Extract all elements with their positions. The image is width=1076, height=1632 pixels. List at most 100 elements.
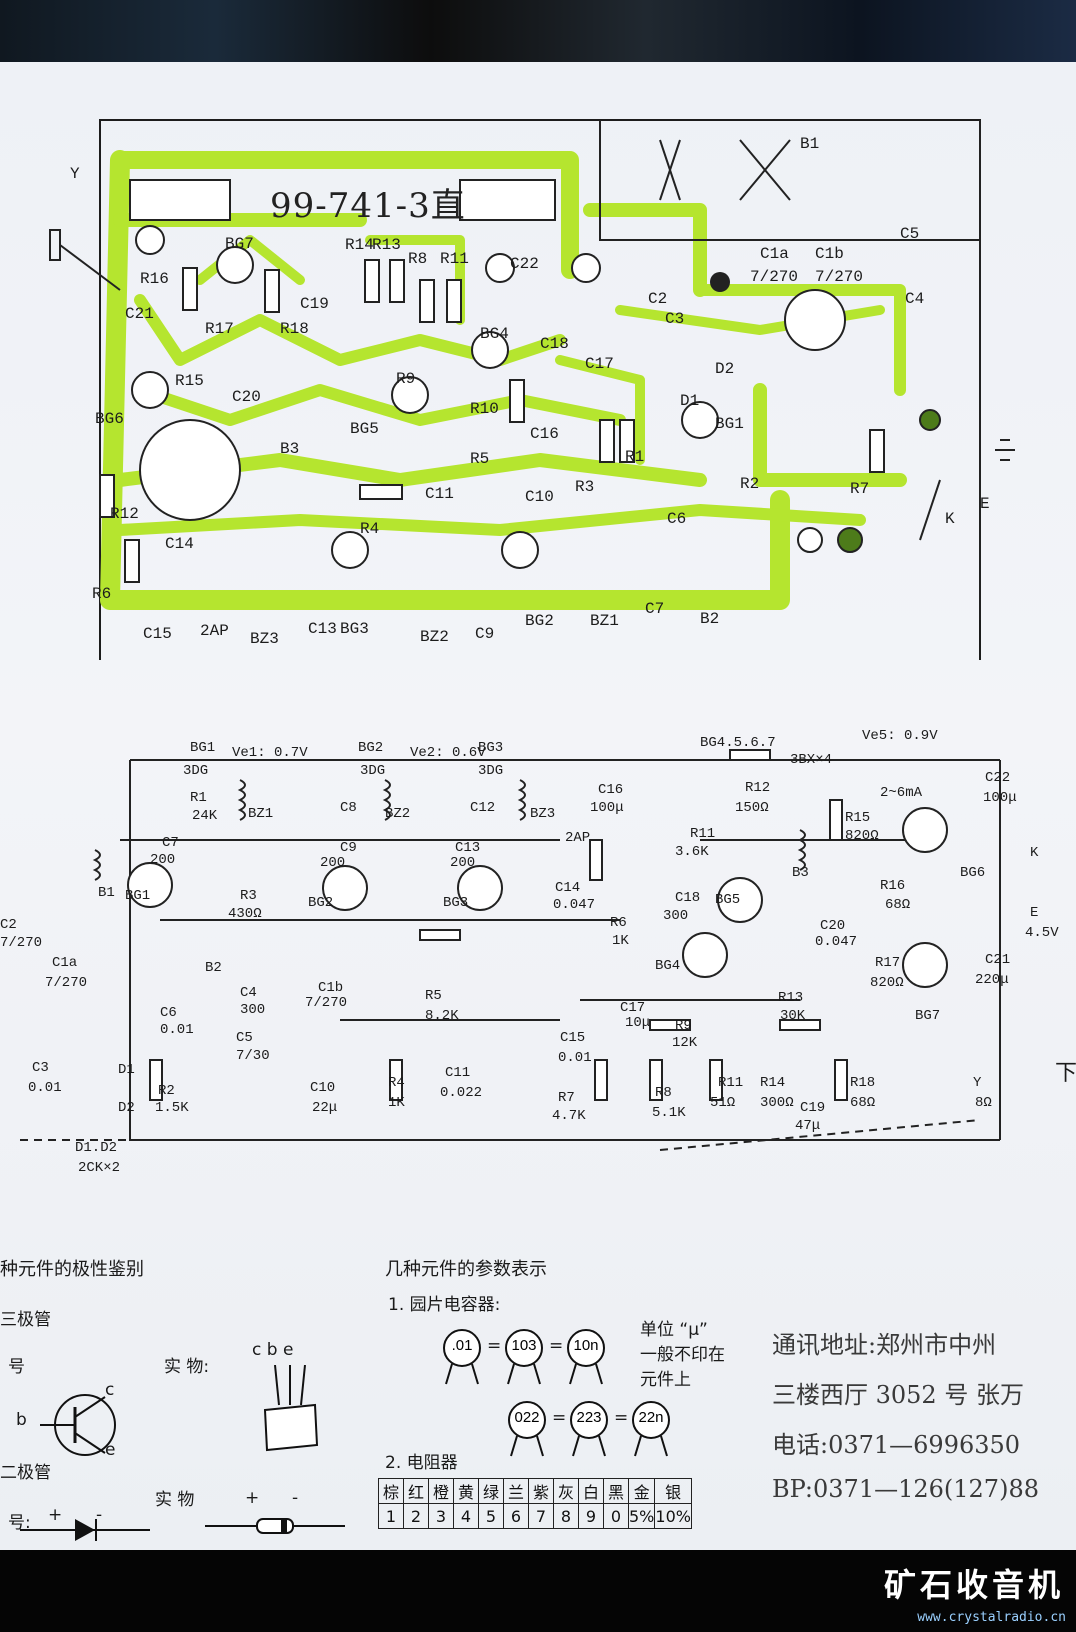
pcb-label-r16: R16 — [140, 270, 169, 288]
schematic-label-c21v: 220μ — [975, 972, 1009, 988]
schematic-drawing — [20, 749, 1001, 1151]
watermark-logo-text: 矿石收音机 — [883, 1566, 1064, 1604]
pcb-label-d1: D1 — [680, 392, 700, 410]
capacitor-code-label: 103 — [511, 1337, 537, 1354]
pcb-label-y: Y — [70, 165, 80, 183]
equals-sign: = — [552, 1408, 567, 1428]
pcb-label-c21: C21 — [125, 305, 154, 323]
pcb-label-b3: B3 — [280, 440, 300, 458]
schematic-label-r17: R17 — [875, 955, 901, 971]
pin-e-label: e — [105, 1440, 116, 1460]
schematic-label-y: Y — [973, 1075, 982, 1091]
schematic-label-bz2: BZ2 — [385, 806, 411, 822]
schematic-label-d12v: 2CK×2 — [78, 1160, 121, 1176]
pcb-label-r15: R15 — [175, 372, 204, 390]
pcb-label-r9: R9 — [396, 370, 416, 388]
actual-label-b: 实 物 — [155, 1490, 195, 1510]
schematic-label-c1av: 7/270 — [45, 975, 88, 991]
diode-package-icon — [205, 1518, 345, 1534]
pcb-label-c15: C15 — [143, 625, 172, 643]
schematic-label-r9v: 12K — [672, 1035, 698, 1051]
schematic-label-k: K — [1030, 845, 1039, 861]
diode-real-minus-label: - — [292, 1488, 299, 1508]
schematic-label-c4: C4 — [240, 985, 257, 1001]
schematic-label-bg1b: BG1 — [125, 888, 151, 904]
color-name-cell: 黑 — [603, 1478, 629, 1504]
pcb-label-bz2: BZ2 — [420, 628, 449, 646]
schematic-label-2ap: 2AP — [565, 830, 591, 846]
schematic-label-c2: C2 — [0, 917, 17, 933]
schematic-label-r9: R9 — [675, 1018, 692, 1034]
color-name-cell: 黄 — [453, 1478, 479, 1504]
pcb-label-k: K — [945, 510, 955, 528]
pcb-label-r18: R18 — [280, 320, 309, 338]
schematic-label-2-6ma: 2~6mA — [880, 785, 923, 801]
schematic-label-c16: C16 — [598, 782, 624, 798]
schematic-label-r2: R2 — [158, 1083, 175, 1099]
capacitor-code-label: 022 — [514, 1409, 540, 1426]
schematic-label-c22v: 100μ — [983, 790, 1017, 806]
schematic-label-c11: C11 — [445, 1065, 471, 1081]
diode-minus-label: - — [96, 1505, 103, 1525]
schematic-label-c17: C17 — [620, 1000, 646, 1016]
schematic-label-c2v: 7/270 — [0, 935, 43, 951]
schematic-label-e: E — [1030, 905, 1039, 921]
schematic-label-b1: B1 — [98, 885, 115, 901]
color-value-cell: 9 — [578, 1503, 604, 1529]
pcb-label-bg5: BG5 — [350, 420, 379, 438]
bottom-bar — [0, 1550, 1076, 1632]
pcb-label-bz3: BZ3 — [250, 630, 279, 648]
pcb-label-c6: C6 — [667, 510, 687, 528]
schematic-label-c20: C20 — [820, 918, 846, 934]
color-value-cell: 5 — [478, 1503, 504, 1529]
pcb-label-r14: R14 — [345, 236, 374, 254]
photo-background-top — [0, 0, 1076, 70]
unit-note-line-1: 单位 “μ” — [640, 1320, 708, 1340]
schematic-label-r12: R12 — [745, 780, 771, 796]
schematic-label-d12: D1.D2 — [75, 1140, 118, 1156]
schematic-label-c17v: 10μ — [625, 1015, 651, 1031]
address-line-2: 三楼西厅 3052 号 张万 — [772, 1381, 1024, 1409]
schematic-label-d1: D1 — [118, 1062, 135, 1078]
color-value-cell: 6 — [503, 1503, 529, 1529]
schematic-label-c9v: 200 — [320, 855, 346, 871]
color-name-cell: 灰 — [553, 1478, 579, 1504]
schematic-label-r1: R1 — [190, 790, 207, 806]
schematic-label-r14: R14 — [760, 1075, 786, 1091]
schematic-label-r5: R5 — [425, 988, 442, 1004]
schematic-label-r8v: 5.1K — [652, 1105, 686, 1121]
diode-symbol-icon — [20, 1519, 150, 1541]
pcb-label-r8: R8 — [408, 250, 428, 268]
schematic-label-c6: C6 — [160, 1005, 177, 1021]
pcb-label-c1b-v: 7/270 — [815, 268, 864, 286]
schematic-label-c5v: 7/30 — [236, 1048, 270, 1064]
pcb-label-c11: C11 — [425, 485, 454, 503]
address-line-3: 电话:0371—6996350 — [772, 1431, 1021, 1459]
color-value-cell: 10% — [654, 1503, 692, 1529]
pcb-label-c2: C2 — [648, 290, 668, 308]
schematic-label-r8: R8 — [655, 1085, 672, 1101]
schematic-label-yv: 8Ω — [975, 1095, 992, 1111]
ceramic-capacitor-icon: .01 — [440, 1328, 484, 1388]
watermark-url: www.crystalradio.cn — [917, 1610, 1066, 1625]
equals-sign: = — [549, 1336, 564, 1356]
schematic-label-c8: C8 — [340, 800, 357, 816]
schematic-label-bg5: BG5 — [715, 892, 741, 908]
color-name-cell: 兰 — [503, 1478, 529, 1504]
diode-real-plus-label: + — [245, 1488, 260, 1508]
capacitor-code-label: 22n — [638, 1409, 664, 1426]
schematic-label-r3v: 430Ω — [228, 906, 262, 922]
schematic-label-r4v: 1K — [388, 1095, 405, 1111]
pcb-label-c13: C13 — [308, 620, 337, 638]
schematic-label-r6: R6 — [610, 915, 627, 931]
schematic-label-bg3: BG3 — [478, 740, 504, 756]
schematic-label-c18: C18 — [675, 890, 701, 906]
equals-sign: = — [614, 1408, 629, 1428]
schematic-label-c1a: C1a — [52, 955, 78, 971]
pcb-label-bg4: BG4 — [480, 325, 509, 343]
schematic-label-bg3b: BG3 — [443, 895, 469, 911]
pcb-label-r10: R10 — [470, 400, 499, 418]
pcb-title: 99-741-3直 — [270, 186, 466, 226]
pcb-layout-drawing — [49, 119, 1015, 660]
schematic-label-r2v: 1.5K — [155, 1100, 189, 1116]
